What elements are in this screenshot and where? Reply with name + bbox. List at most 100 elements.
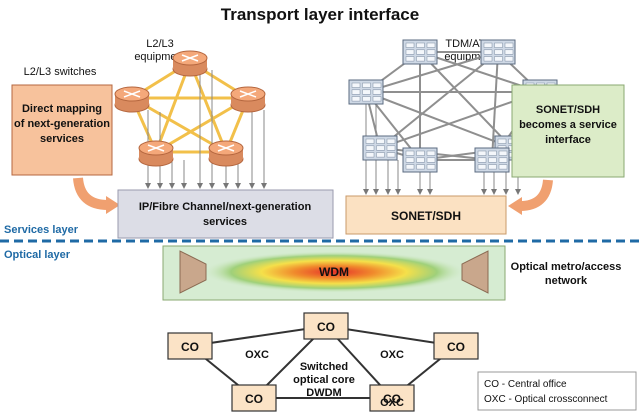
core-line-1: Switched	[300, 361, 348, 373]
switch-slot	[376, 152, 385, 158]
sonet-service-interface-box	[511, 84, 625, 178]
legend-box	[477, 371, 637, 411]
switch-slot	[362, 89, 371, 95]
tdm-atm-link	[491, 51, 499, 161]
switch-slot	[405, 164, 415, 170]
sonet-sdh-label: SONET/SDH	[391, 209, 461, 223]
switch-slot	[365, 138, 375, 144]
switch-slot	[426, 42, 436, 48]
switch-slot	[504, 42, 514, 48]
switch-slot	[477, 150, 487, 156]
wdm-label: WDM	[319, 265, 349, 279]
switch-slot	[504, 56, 514, 62]
l2l3-routers	[114, 50, 266, 167]
switch-slot	[426, 49, 436, 55]
switch-slot	[351, 82, 361, 88]
switch-slot	[351, 89, 361, 95]
switch-slot	[372, 89, 382, 95]
core-line-2: optical core	[293, 374, 355, 386]
switch-slot	[365, 145, 375, 151]
l2l3-equipment-line-1: L2/L3	[146, 38, 174, 50]
switch-slot	[372, 82, 382, 88]
switch-slot	[416, 42, 425, 48]
switch-slot	[426, 150, 436, 156]
router-arrows	[181, 54, 199, 62]
router-icon	[114, 86, 150, 113]
direct-mapping-box	[11, 84, 113, 176]
switch-slot	[498, 164, 508, 170]
switch-slot	[405, 56, 415, 62]
switch-slot	[386, 152, 396, 158]
co-node-label: CO	[245, 392, 263, 406]
left-box-arrow	[73, 177, 109, 210]
tdm-atm-switch-icon	[474, 147, 510, 173]
co-node-label: CO	[447, 340, 465, 354]
tdm-atm-link	[365, 91, 513, 149]
tdm-atm-switch-icon	[480, 39, 516, 65]
optical-layer-label: Optical layer	[4, 249, 71, 261]
co-node	[369, 384, 415, 412]
optical-network-line-2: network	[545, 275, 588, 287]
co-node	[167, 332, 213, 360]
tdm-atm-switch-icon	[348, 79, 384, 105]
sonet-service-line-3: interface	[545, 134, 591, 146]
switch-slot	[488, 150, 497, 156]
switch-slot	[416, 157, 425, 163]
ip-services-box	[117, 189, 334, 239]
legend-oxc: OXC - Optical crossconnect	[484, 394, 608, 405]
router-arrows	[239, 90, 257, 98]
right-box-arrow	[519, 179, 553, 211]
switch-slot	[488, 157, 497, 163]
services-layer-label: Services layer	[4, 224, 79, 236]
switch-slot	[351, 96, 361, 102]
switch-slot	[405, 150, 415, 156]
core-line-3: DWDM	[306, 387, 341, 399]
tdm-atm-switch-icon	[402, 39, 438, 65]
ring-link	[189, 325, 327, 347]
switch-slot	[494, 56, 503, 62]
sonet-service-line-1: SONET/SDH	[536, 104, 600, 116]
switch-slot	[405, 157, 415, 163]
diagram-title: Transport layer interface	[221, 5, 419, 24]
wdm-spectrum	[202, 251, 466, 293]
tdm-atm-link	[419, 51, 513, 149]
left-box-arrowhead	[106, 196, 120, 214]
oxc-label-right: OXC	[380, 349, 404, 361]
switch-slot	[494, 42, 503, 48]
tdm-atm-link	[379, 51, 499, 149]
switch-slot	[497, 138, 507, 144]
right-box-arrowhead	[508, 197, 522, 215]
router-icon	[138, 140, 174, 167]
switch-slot	[405, 49, 415, 55]
switch-slot	[362, 82, 371, 88]
switch-slot	[426, 157, 436, 163]
switch-slot	[376, 145, 385, 151]
switch-slot	[477, 164, 487, 170]
l2l3-link	[188, 60, 228, 154]
switch-slot	[362, 96, 371, 102]
tdm-atm-switch-icon	[402, 147, 438, 173]
switch-slot	[386, 138, 396, 144]
switch-slot	[483, 42, 493, 48]
router-icon	[230, 86, 266, 113]
oxc-label-bottom: OXC	[380, 397, 404, 409]
router-icon	[172, 50, 208, 77]
switch-slot	[426, 56, 436, 62]
l2l3-equipment-line-2: equipment	[134, 51, 185, 63]
wdm-left-mux	[179, 250, 207, 294]
router-arrows	[217, 144, 235, 152]
router-arrows	[147, 144, 165, 152]
oxc-label-left: OXC	[245, 349, 269, 361]
switch-slot	[386, 145, 396, 151]
switch-slot	[405, 42, 415, 48]
switch-slot	[498, 150, 508, 156]
sonet-sdh-box	[345, 195, 507, 235]
switch-slot	[416, 56, 425, 62]
co-node-label: CO	[181, 340, 199, 354]
switch-slot	[494, 49, 503, 55]
tdm-atm-switch-icon	[362, 135, 398, 161]
tdm-atm-link	[365, 51, 499, 93]
